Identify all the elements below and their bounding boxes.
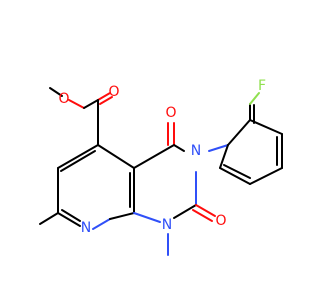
bond-aryl-3 xyxy=(249,167,283,185)
bond-c7-n8-double xyxy=(61,209,81,222)
bond-c2-n1 xyxy=(173,204,197,219)
atom-labels: O O O O N N N F xyxy=(58,78,266,236)
carbonyl-oxygen-label: O xyxy=(108,84,119,100)
bond-carbonyl-o-2 xyxy=(99,96,113,105)
bond-methyl-ester xyxy=(49,87,63,97)
n8-label: N xyxy=(81,220,91,236)
bond-aryl-4-double xyxy=(223,164,251,179)
bond-aryl-4 xyxy=(219,167,251,185)
n3-label: N xyxy=(191,143,201,159)
ester-oxygen-label: O xyxy=(58,91,69,107)
bond-methyl-c7 xyxy=(39,212,59,225)
n1-label: N xyxy=(162,217,172,233)
molecule-diagram: O O O O N N N F xyxy=(39,78,283,256)
bond-c5-c6-double xyxy=(60,150,96,172)
bond-ester-o xyxy=(68,99,85,109)
c2-oxygen-label: O xyxy=(215,213,226,229)
bond-ch2-aryl xyxy=(227,119,251,146)
bond-c4a-c5 xyxy=(97,144,135,169)
bond-aryl-5 xyxy=(219,144,229,169)
bond-c2-o xyxy=(195,204,216,217)
bond-n1-c8a xyxy=(133,212,161,223)
bond-n3-ch2 xyxy=(208,144,229,152)
bond-ester-carbon xyxy=(83,99,99,109)
bond-c2-o-double xyxy=(192,209,213,222)
bond-aryl-1 xyxy=(249,119,283,135)
bond-carbonyl-o-1 xyxy=(97,92,111,101)
bond-c8a-link xyxy=(109,212,135,220)
molecule-structure: O O O O N N N F xyxy=(39,78,283,256)
bond-c5-c6 xyxy=(57,144,99,169)
bonds xyxy=(39,87,283,256)
bond-n8-c8a xyxy=(92,218,111,230)
bond-c7-n8 xyxy=(57,212,81,227)
bond-c-f xyxy=(249,92,260,105)
bond-c4a-c4 xyxy=(133,144,175,169)
fluorine-label: F xyxy=(258,78,266,94)
bond-c4-n3 xyxy=(173,144,185,152)
c4-oxygen-label: O xyxy=(165,105,176,121)
